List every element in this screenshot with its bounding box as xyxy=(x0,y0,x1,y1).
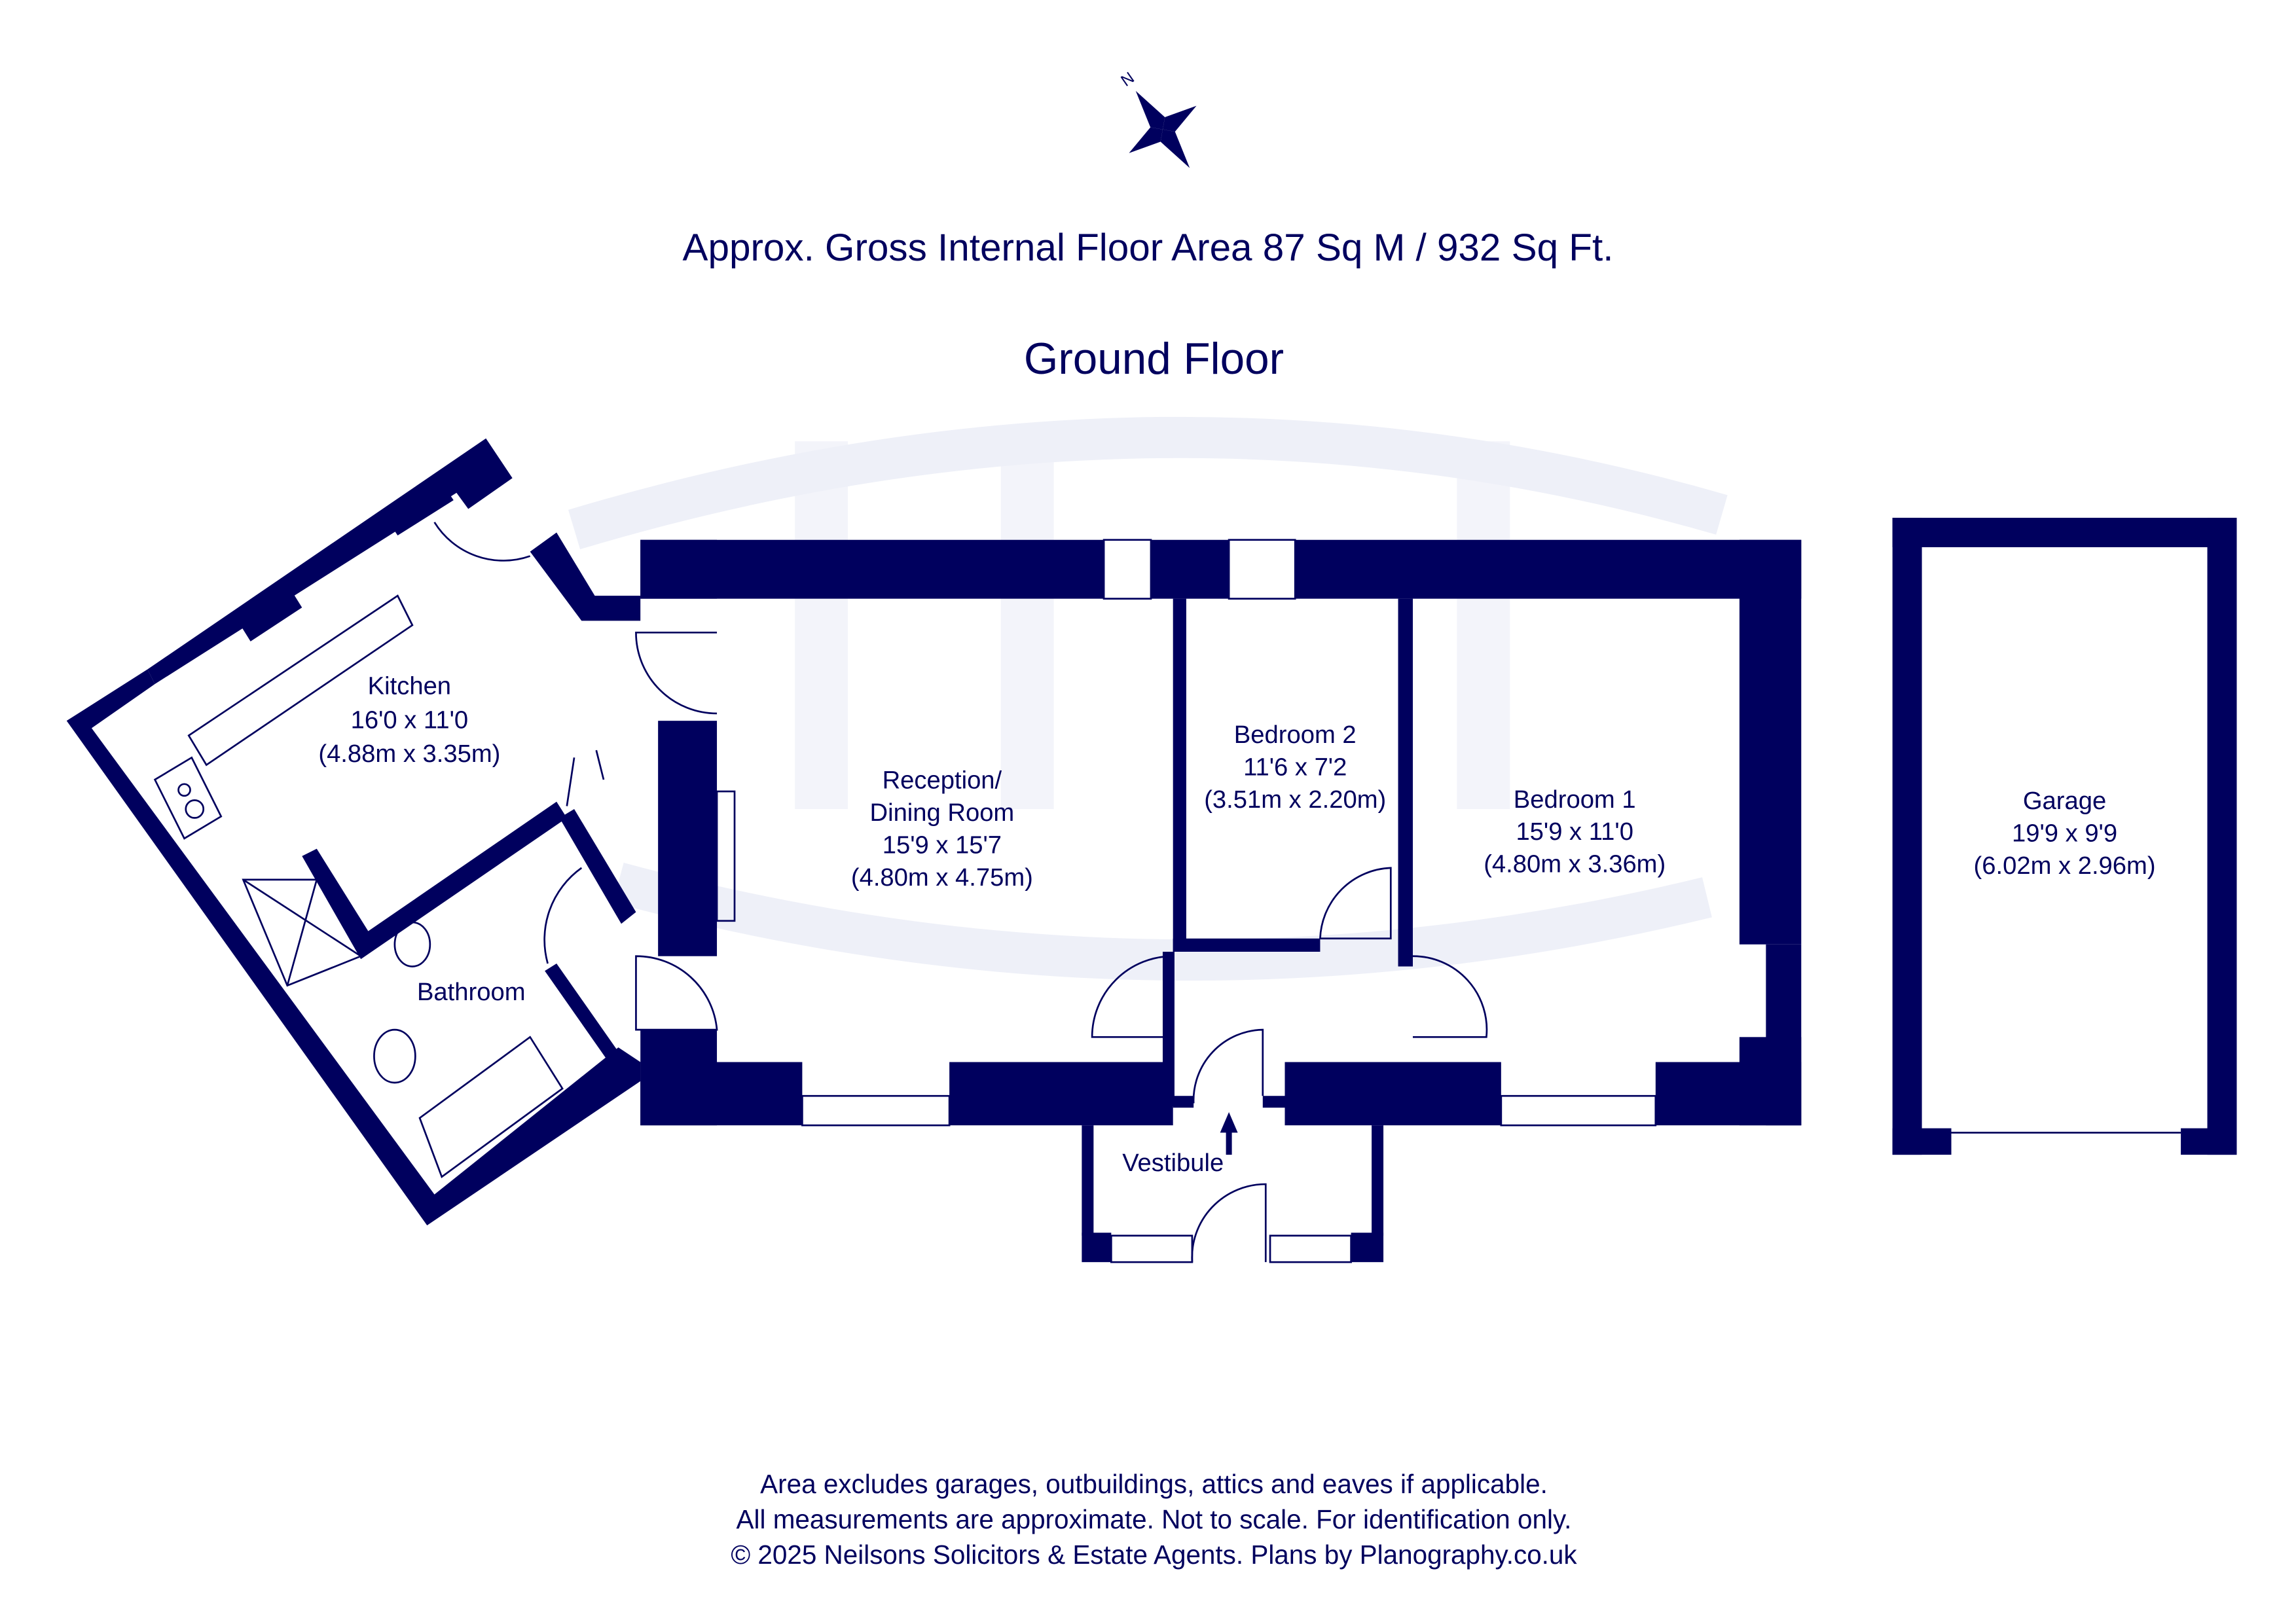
footer-notes: Area excludes garages, outbuildings, att… xyxy=(731,1469,1577,1570)
reception-imperial: 15'9 x 15'7 xyxy=(883,831,1002,859)
vestibule-walls xyxy=(1082,1028,1384,1263)
room-garage: Garage 19'9 x 9'9 (6.02m x 2.96m) xyxy=(1974,787,2156,880)
room-kitchen: Kitchen 16'0 x 11'0 (4.88m x 3.35m) xyxy=(318,672,500,768)
compass-icon: N xyxy=(1118,69,1197,168)
kitchen-metric: (4.88m x 3.35m) xyxy=(318,740,500,768)
main-walls xyxy=(530,532,1802,1127)
room-bedroom2: Bedroom 2 11'6 x 7'2 (3.51m x 2.20m) xyxy=(1204,721,1386,814)
bedroom2-imperial: 11'6 x 7'2 xyxy=(1243,753,1347,781)
kitchen-imperial: 16'0 x 11'0 xyxy=(351,706,469,734)
bedroom1-name: Bedroom 1 xyxy=(1514,785,1636,814)
compass-north-label: N xyxy=(1118,69,1138,90)
reception-name-2: Dining Room xyxy=(870,799,1015,827)
watermark-logo xyxy=(568,416,1728,981)
garage-imperial: 19'9 x 9'9 xyxy=(2012,819,2117,847)
bedroom1-metric: (4.80m x 3.36m) xyxy=(1484,850,1666,878)
garage-name: Garage xyxy=(2023,787,2106,815)
kitchen-wing-walls xyxy=(66,438,641,1225)
reception-metric: (4.80m x 4.75m) xyxy=(851,863,1033,892)
bedroom2-name: Bedroom 2 xyxy=(1234,721,1357,749)
reception-name: Reception/ xyxy=(883,767,1002,795)
room-reception: Reception/ Dining Room 15'9 x 15'7 (4.80… xyxy=(851,767,1033,892)
footer-line-2: All measurements are approximate. Not to… xyxy=(737,1504,1572,1534)
footer-line-3: © 2025 Neilsons Solicitors & Estate Agen… xyxy=(731,1540,1577,1570)
room-bedroom1: Bedroom 1 15'9 x 11'0 (4.80m x 3.36m) xyxy=(1484,785,1666,878)
footer-line-1: Area excludes garages, outbuildings, att… xyxy=(760,1469,1548,1499)
garage-metric: (6.02m x 2.96m) xyxy=(1974,852,2156,880)
floor-title: Ground Floor xyxy=(1024,334,1284,384)
bedroom1-imperial: 15'9 x 11'0 xyxy=(1516,818,1633,846)
vestibule-name: Vestibule xyxy=(1122,1149,1224,1177)
bedroom2-metric: (3.51m x 2.20m) xyxy=(1204,785,1386,814)
area-title: Approx. Gross Internal Floor Area 87 Sq … xyxy=(683,226,1614,269)
bathroom-name: Bathroom xyxy=(417,978,526,1006)
kitchen-name: Kitchen xyxy=(368,672,451,700)
garage-walls xyxy=(1892,518,2237,1155)
